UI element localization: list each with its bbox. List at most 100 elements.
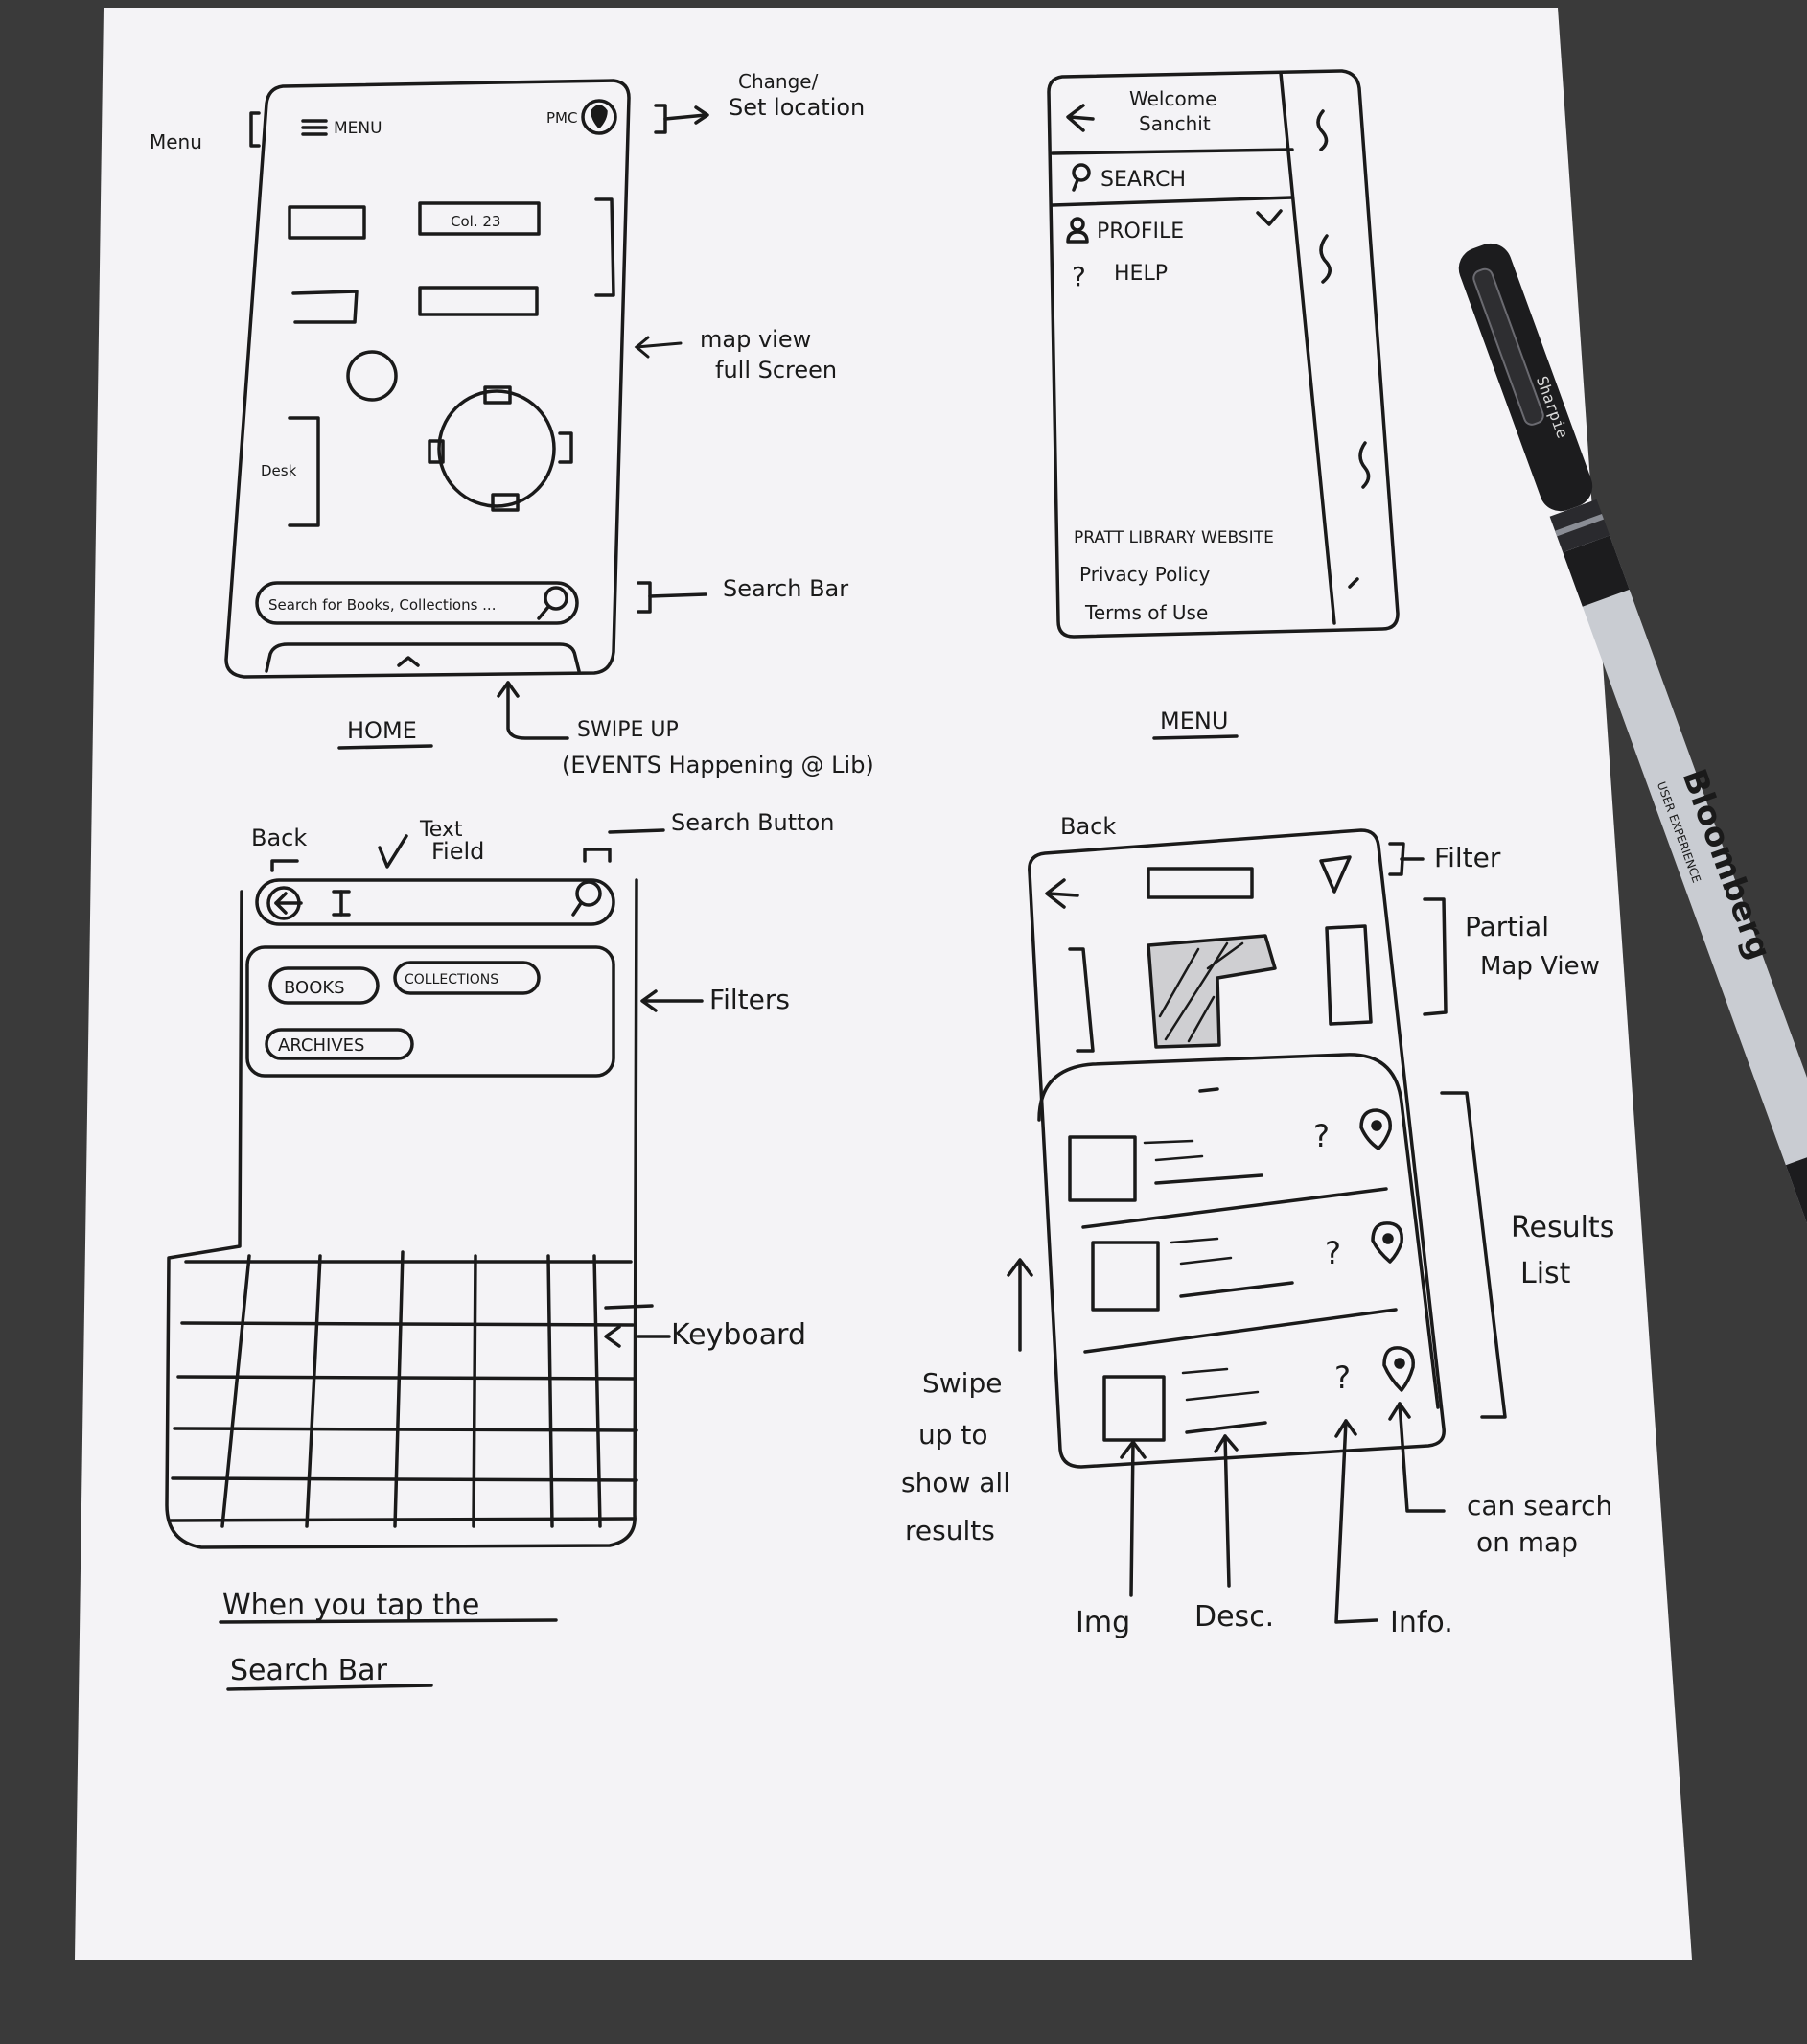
menu-sketch [1047, 69, 1400, 740]
swipe-results-note-3: show all [901, 1467, 1010, 1498]
result-row-3-img [1102, 1375, 1166, 1442]
menu-item-search[interactable]: SEARCH [1100, 168, 1186, 192]
menu-search-icon [1072, 163, 1091, 192]
swipe-up-note: SWIPE UP [577, 718, 679, 742]
menu-caption: MENU [1160, 708, 1228, 734]
home-sketch [224, 79, 709, 750]
map-block-1 [288, 205, 366, 240]
home-caption-underline [337, 744, 433, 750]
results-panel [1037, 1053, 1440, 1409]
result-row-3-info-icon[interactable]: ? [1334, 1359, 1351, 1396]
search-bar-note: Search Bar [723, 575, 848, 602]
home-phone-frame [224, 79, 631, 679]
results-search-field [1147, 867, 1254, 899]
info-arrow [1334, 1419, 1378, 1624]
squiggle-3 [1358, 441, 1371, 489]
map-block-col [418, 201, 541, 236]
results-list-bracket [1440, 1091, 1507, 1419]
map-block-3 [291, 290, 359, 324]
set-location-note: Set location [729, 94, 865, 121]
partial-map-bracket [1423, 897, 1448, 1016]
location-code: PMC [546, 109, 577, 127]
results-text: Back Filter Partial Map View ? ? ? Resul… [901, 813, 1614, 1639]
welcome-line-1: Welcome [1129, 87, 1216, 110]
swipe-chevron [397, 656, 420, 667]
search-text-field [255, 878, 615, 926]
text-field-note-1: Text [419, 818, 463, 842]
search-button-icon [571, 880, 602, 917]
search-back-note: Back [251, 825, 307, 851]
search-caption-underline-1 [219, 1618, 558, 1624]
search-sketch [165, 828, 704, 1691]
result-row-1-img [1068, 1135, 1137, 1202]
marker-pen: Sharpie Bloomberg USER EXPERIENCE [1458, 243, 1807, 1256]
squiggle-1 [1316, 109, 1329, 151]
filter-panel [245, 945, 615, 1078]
search-caption-line-1: When you tap the [222, 1589, 479, 1622]
filter-archives-label[interactable]: ARCHIVES [278, 1035, 364, 1056]
info-note: Info. [1390, 1606, 1453, 1639]
partial-map-note-2: Map View [1480, 952, 1600, 981]
desc-arrow [1223, 1434, 1231, 1588]
map-l-shape [1147, 934, 1277, 1049]
result-row-1-info-icon[interactable]: ? [1313, 1118, 1330, 1154]
result-row-2-pin-icon [1371, 1221, 1403, 1264]
swipe-results-note-2: up to [918, 1419, 988, 1451]
img-arrow [1129, 1440, 1135, 1597]
search-caption-line-2: Search Bar [230, 1654, 388, 1687]
marker-clip [1472, 267, 1544, 426]
full-screen-note: full Screen [715, 357, 837, 383]
result-divider-2 [1083, 1308, 1398, 1354]
menu-item-profile[interactable]: PROFILE [1097, 220, 1184, 244]
menu-phone-frame [1047, 69, 1400, 639]
map-search-arrow [1398, 1402, 1446, 1513]
paper-sheet [75, 8, 1692, 1960]
menu-icon [301, 119, 328, 136]
map-block-4 [418, 286, 539, 316]
menu-caption-underline [1152, 734, 1239, 740]
results-phone-frame [1028, 828, 1446, 1469]
menu-text: Welcome Sanchit SEARCH PROFILE ? HELP PR… [1072, 87, 1274, 734]
home-text: Menu MENU PMC Change/ Set location Col. … [150, 70, 874, 778]
menu-footer-terms[interactable]: Terms of Use [1084, 601, 1208, 624]
menu-item-help[interactable]: HELP [1114, 262, 1168, 286]
col-label: Col. 23 [451, 213, 500, 230]
filter-collections-label[interactable]: COLLECTIONS [405, 972, 498, 987]
map-table [437, 389, 556, 508]
result-row-2-info-icon[interactable]: ? [1325, 1235, 1341, 1271]
map-l-hatch [1158, 941, 1244, 1043]
location-pin-icon [581, 99, 617, 135]
results-back-note: Back [1060, 813, 1116, 840]
map-search-note-2: on map [1476, 1526, 1578, 1558]
filter-note: Filter [1434, 842, 1501, 873]
change-location-note: Change/ [738, 70, 819, 93]
menu-label: MENU [334, 119, 382, 138]
welcome-line-2: Sanchit [1139, 112, 1211, 135]
swipe-results-note-1: Swipe [922, 1367, 1002, 1399]
partial-map-note-1: Partial [1465, 911, 1549, 942]
desk-label: Desk [261, 462, 297, 479]
help-icon: ? [1072, 261, 1086, 292]
filter-books-label[interactable]: BOOKS [284, 978, 345, 998]
map-search-note-1: can search [1467, 1490, 1612, 1521]
text-cursor [332, 890, 351, 917]
filter-chip-collections [393, 961, 541, 995]
chevron-down-icon [1256, 209, 1283, 226]
swipe-results-note-4: results [905, 1515, 995, 1546]
map-circle-small [346, 350, 398, 402]
search-button-note: Search Button [671, 809, 834, 836]
result-divider-1 [1081, 1187, 1388, 1229]
filter-icon [1319, 855, 1352, 894]
map-bracket [594, 197, 615, 297]
squiggle-2 [1319, 234, 1332, 284]
menu-footer-privacy[interactable]: Privacy Policy [1079, 563, 1210, 586]
result-row-1-pin-icon [1359, 1108, 1392, 1150]
profile-icon [1066, 217, 1089, 244]
filters-note: Filters [709, 984, 790, 1015]
menu-footer-website[interactable]: PRATT LIBRARY WEBSITE [1074, 528, 1274, 547]
menu-bracket [249, 111, 261, 148]
filter-chip-books [268, 966, 380, 1005]
desk-bracket [288, 416, 320, 527]
filter-chip-archives [265, 1028, 414, 1060]
